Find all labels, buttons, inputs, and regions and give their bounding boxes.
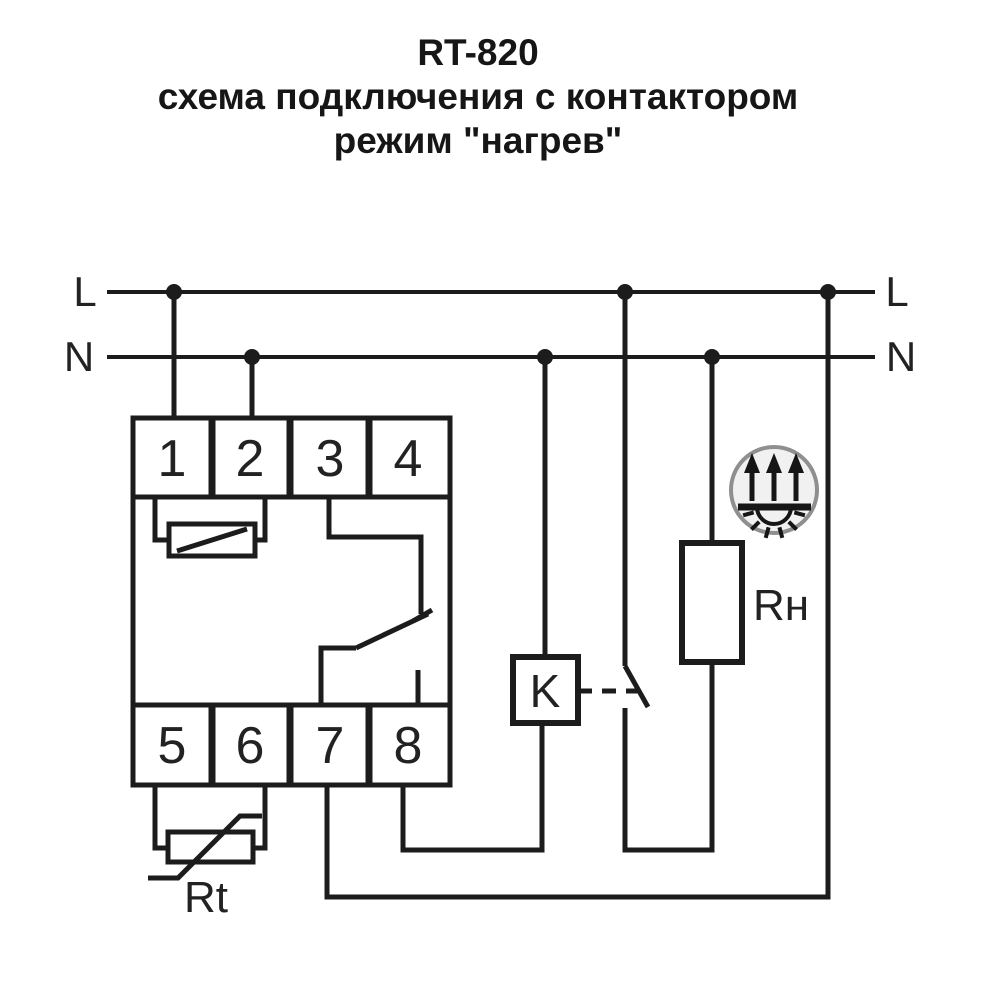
title-mode: режим "нагрев"	[333, 120, 623, 161]
l-label-left: L	[73, 268, 96, 315]
device-body	[130, 415, 453, 788]
k-contact	[578, 292, 715, 853]
terminal-2: 2	[236, 430, 265, 488]
temperature-sensor-label: Rt	[184, 873, 228, 922]
n-rail	[107, 349, 875, 365]
k-coil-label: K	[530, 665, 561, 717]
heat-rays	[742, 510, 806, 539]
internal-switch	[318, 497, 434, 705]
title-model: RT-820	[417, 32, 539, 73]
relay-coil-symbol	[152, 497, 268, 559]
heater-load-label: Rн	[753, 581, 809, 630]
terminal-6: 6	[236, 717, 265, 775]
up-arrow	[766, 453, 782, 501]
terminal-8: 8	[394, 717, 423, 775]
heating-icon	[729, 445, 819, 539]
n-label-right: N	[886, 333, 916, 380]
thermistor-symbol	[148, 785, 268, 881]
diagram-title: RT-820 схема подключения с контактором р…	[0, 31, 956, 163]
l-label-right: L	[885, 268, 908, 315]
k-coil-box	[400, 357, 581, 853]
heater-resistor	[679, 357, 745, 665]
terminal-numbers-bottom: 5 6 7 8	[158, 717, 423, 775]
l-rail	[107, 284, 875, 300]
terminal-1: 1	[158, 430, 187, 488]
terminal-5: 5	[158, 717, 187, 775]
terminal-4: 4	[394, 430, 423, 488]
up-arrow	[788, 453, 804, 501]
terminal-3: 3	[316, 430, 345, 488]
terminal-7: 7	[316, 717, 345, 775]
n-label-left: N	[64, 333, 94, 380]
terminal-numbers-top: 1 2 3 4	[158, 430, 423, 488]
contact-arm	[622, 664, 651, 709]
up-arrow	[744, 453, 760, 501]
title-subtitle: схема подключения с контактором	[157, 76, 799, 117]
switch-arm	[354, 611, 430, 651]
wire-terminal7-to-l	[324, 292, 831, 900]
